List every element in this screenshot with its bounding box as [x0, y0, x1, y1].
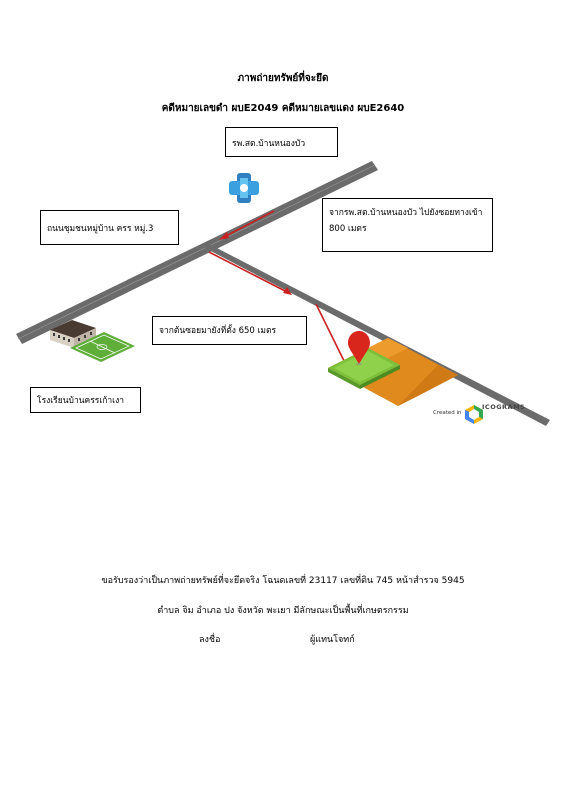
distance-label-soi: จากต้นซอยมายังที่ตั้ง 650 เมตร — [152, 316, 307, 345]
case-number-line: คดีหมายเลขดำ ผบE2049 คดีหมายเลขแดง ผบE26… — [161, 103, 405, 114]
icograms-logo-icon — [465, 405, 483, 424]
hospital-icon — [229, 173, 259, 203]
main-road — [16, 161, 378, 344]
side-road — [205, 244, 550, 426]
location-map — [16, 161, 550, 426]
school-label: โรงเรียนบ้านครรเก้าเงา — [30, 387, 141, 413]
agricultural-plot — [328, 338, 458, 406]
distance-label-hospital: จากรพ.สต.บ้านหนองบัว ไปยังซอยทางเข้า 800… — [322, 198, 493, 252]
signer-label: ผู้แทนโจทก์ — [310, 635, 355, 645]
school-building-icon — [50, 320, 96, 348]
page-title: ภาพถ่ายทรัพย์ที่จะยึด — [237, 73, 329, 84]
certification-line-2: ตำบล จิม อำเภอ ปง จังหวัด พะเยา มีลักษณะ… — [157, 606, 409, 616]
location-pin-icon — [348, 331, 370, 366]
watermark-created-in: Created in — [433, 410, 462, 416]
road-label: ถนนชุมชนหมู่บ้าน ครร หมู่.3 — [40, 210, 179, 245]
distance-label-hospital-line1: จากรพ.สต.บ้านหนองบัว ไปยังซอยทางเข้า — [329, 208, 483, 218]
certification-line-1: ขอรับรองว่าเป็นภาพถ่ายทรัพย์ที่จะยึดจริง… — [101, 576, 465, 586]
football-field-icon — [70, 332, 135, 362]
distance-label-hospital-line2: 800 เมตร — [329, 224, 367, 235]
sign-label: ลงชื่อ — [199, 635, 221, 645]
hospital-label: รพ.สต.บ้านหนองบัว — [225, 127, 338, 157]
watermark-brand: ICOGRAMS — [482, 403, 526, 411]
